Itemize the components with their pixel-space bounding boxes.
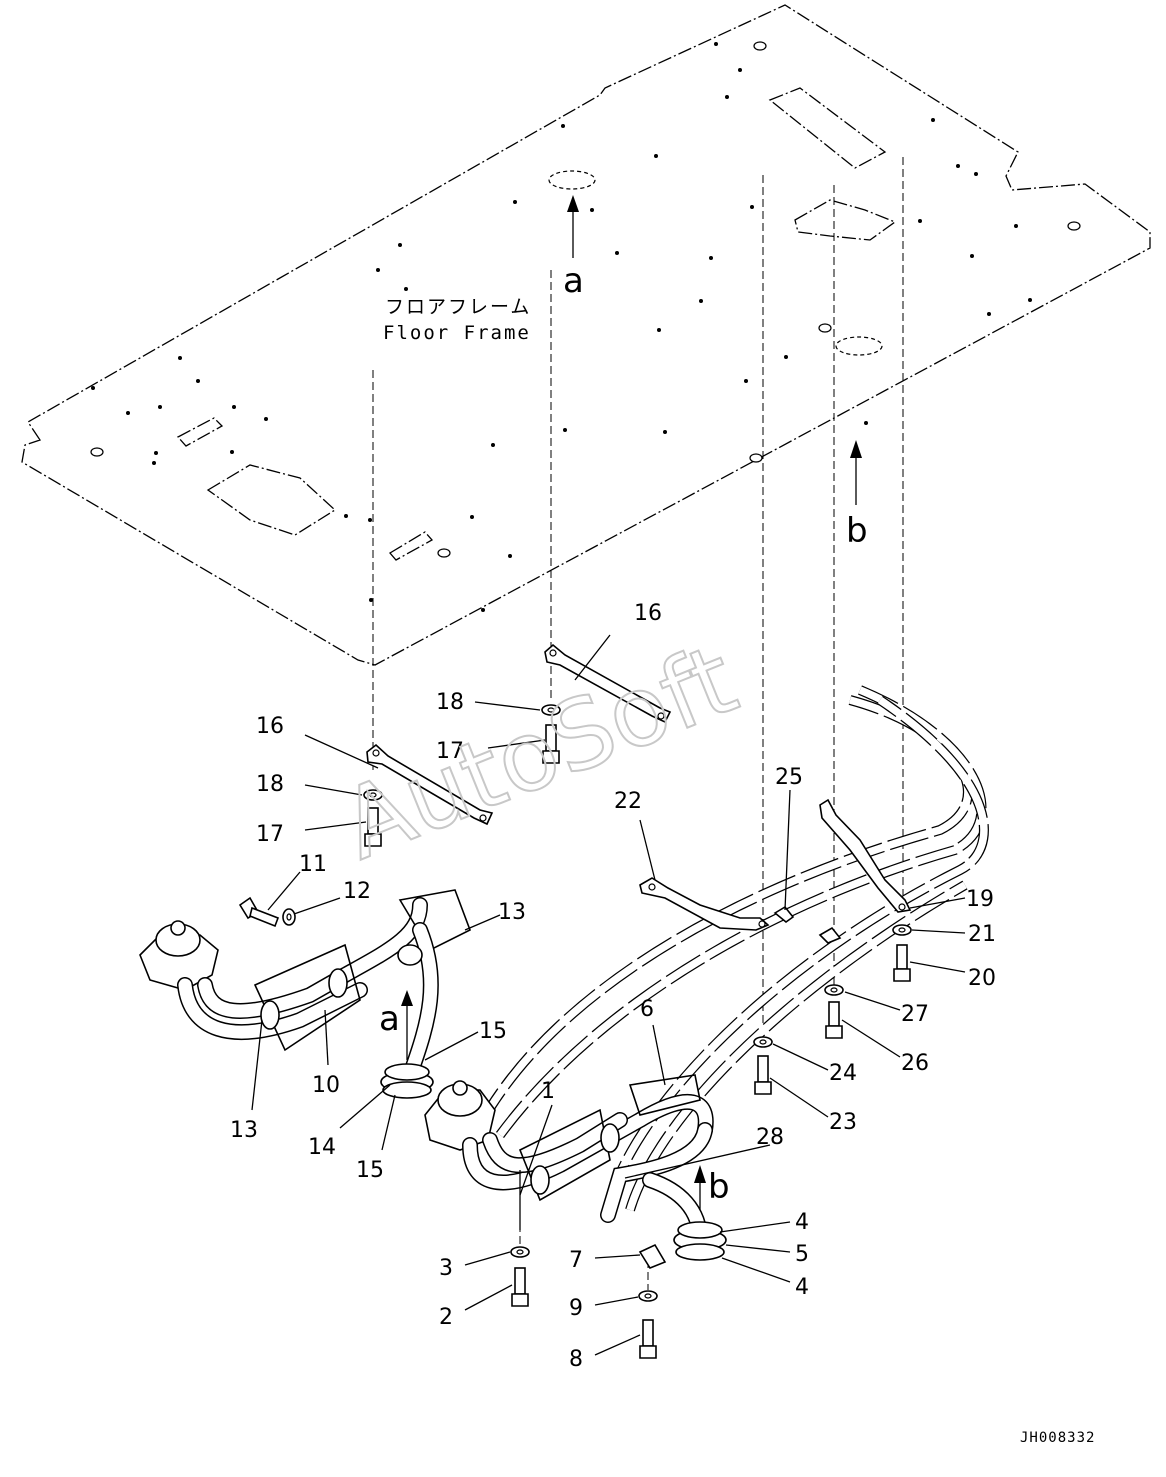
bolt-11 xyxy=(238,896,280,928)
bracket-25 xyxy=(773,905,795,924)
callout-14: 14 xyxy=(308,1135,336,1160)
callout-23: 23 xyxy=(829,1110,857,1135)
callout-21: 21 xyxy=(968,922,996,947)
bolt-2 xyxy=(511,1267,529,1307)
callout-15: 15 xyxy=(356,1158,384,1183)
bolt-20 xyxy=(893,944,911,982)
arrow-b-upper xyxy=(850,440,862,505)
arrow-label-a-upper: a xyxy=(563,261,584,301)
callout-3: 3 xyxy=(439,1256,453,1281)
callout-12: 12 xyxy=(343,879,371,904)
floor-frame-label-en: Floor Frame xyxy=(383,322,531,344)
callout-22: 22 xyxy=(614,789,642,814)
callout-6: 6 xyxy=(640,997,654,1022)
callout-5: 5 xyxy=(795,1242,809,1267)
bracket-16-upper xyxy=(544,643,672,724)
watermark-logo: AutoSoft xyxy=(327,623,751,881)
callout-15: 15 xyxy=(479,1019,507,1044)
arrow-label-b-lower: b xyxy=(708,1167,730,1207)
callout-26: 26 xyxy=(901,1051,929,1076)
callout-4: 4 xyxy=(795,1275,809,1300)
callout-17: 17 xyxy=(256,822,284,847)
callout-16: 16 xyxy=(256,714,284,739)
callout-18: 18 xyxy=(256,772,284,797)
callout-16: 16 xyxy=(634,601,662,626)
bolt-8 xyxy=(639,1319,657,1359)
drawing-code: JH008332 xyxy=(1020,1430,1095,1446)
callout-7: 7 xyxy=(569,1248,583,1273)
bolts xyxy=(238,724,911,1359)
bracket-22 xyxy=(639,877,770,931)
joystick-valve-left xyxy=(139,889,472,1099)
callout-28: 28 xyxy=(756,1125,784,1150)
callout-1: 1 xyxy=(541,1079,555,1104)
callout-2: 2 xyxy=(439,1305,453,1330)
bolt-17-upper xyxy=(542,724,560,764)
bracket-16-lower xyxy=(366,743,494,826)
bolt-23 xyxy=(754,1055,772,1095)
arrow-label-b-upper: b xyxy=(846,511,868,551)
joystick-valve-right xyxy=(424,1074,727,1269)
callout-17: 17 xyxy=(436,739,464,764)
leader-lines xyxy=(251,634,966,1356)
floor-frame-plate xyxy=(21,4,1151,666)
callout-numbers: 16 16 18 17 18 17 11 12 13 22 25 19 21 2… xyxy=(230,601,996,1372)
callout-27: 27 xyxy=(901,1002,929,1027)
floor-frame-label-jp: フロアフレーム xyxy=(385,296,531,318)
washers xyxy=(282,704,912,1302)
callout-11: 11 xyxy=(299,852,327,877)
bolt-17-lower xyxy=(364,807,382,847)
bracket-lower-clip xyxy=(818,926,842,944)
callout-8: 8 xyxy=(569,1347,583,1372)
arrow-a-upper xyxy=(567,195,579,258)
arrow-a-lower xyxy=(401,990,413,1060)
callout-18: 18 xyxy=(436,690,464,715)
callout-25: 25 xyxy=(775,765,803,790)
bracket-19 xyxy=(819,798,912,913)
callout-13: 13 xyxy=(498,900,526,925)
callout-10: 10 xyxy=(312,1073,340,1098)
callout-13: 13 xyxy=(230,1118,258,1143)
callout-20: 20 xyxy=(968,966,996,991)
callout-24: 24 xyxy=(829,1061,857,1086)
arrow-label-a-lower: a xyxy=(379,999,400,1039)
bolt-26 xyxy=(825,1001,843,1039)
callout-4: 4 xyxy=(795,1210,809,1235)
callout-9: 9 xyxy=(569,1296,583,1321)
callout-19: 19 xyxy=(966,887,994,912)
